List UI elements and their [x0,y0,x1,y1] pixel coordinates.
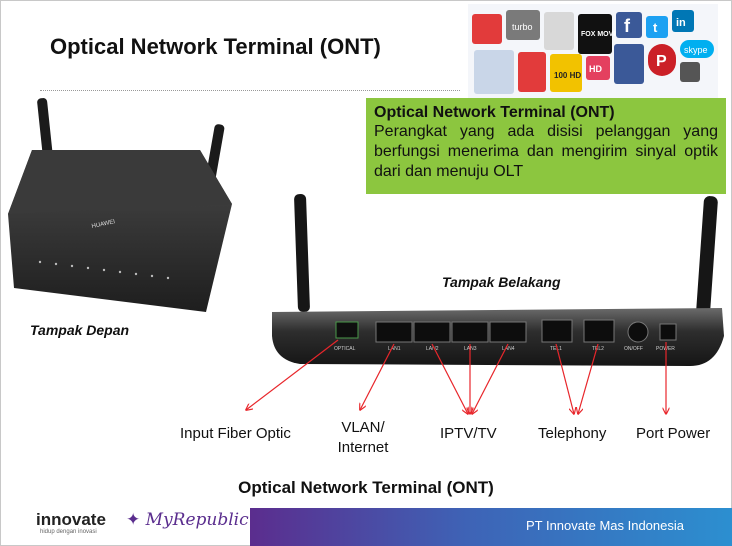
collage-tile-blue [474,50,514,94]
port-label-lan1: LAN1 [388,346,401,352]
lan2-port [413,321,451,343]
collage-tile-100hd-label: 100 HD [554,71,581,80]
twitter-icon-glyph: t [653,20,658,35]
arrow-fiber [246,339,339,410]
arrow-iptv-lan2 [431,343,468,414]
slide-title: Optical Network Terminal (ONT) [50,34,381,59]
arrow-tel2 [578,343,599,414]
front-top-panel [8,150,232,214]
label-vlan-internet: VLAN/ Internet [330,418,396,458]
collage-tile-light [544,12,574,50]
collage-tile-fox-label: FOX MOVIES [581,31,625,38]
title-divider [40,90,460,91]
arrow-iptv-lan4 [472,343,509,414]
facebook-icon-glyph: f [624,16,631,36]
port-label-tel2: TEL2 [592,346,604,352]
ont-definition-box: Optical Network Terminal (ONT) Perangkat… [366,98,726,194]
label-iptv-tv: IPTV/TV [440,425,497,442]
optical-port [335,321,359,339]
lan3-port [451,321,489,343]
front-antenna-left [37,98,53,160]
definition-body: Perangkat yang ada disisi pelanggan yang… [374,123,718,180]
label-vlan-line2: Internet [337,439,389,456]
collage-tile-red2 [518,52,546,92]
linkedin-icon-glyph: in [676,17,686,29]
front-brand-label: HUAWEI [91,219,116,230]
front-antenna-right [205,124,225,182]
port-label-optical: OPTICAL [334,346,356,352]
bottom-title: Optical Network Terminal (ONT) [238,478,494,497]
myrepublic-logo-text: MyRepublic [145,510,249,530]
power-port [659,323,677,341]
collage-tile-hd-label: HD [589,64,602,74]
port-arrows [246,339,666,414]
media-collage: turbo FOX MOVIES f t in 100 HD HD P skyp… [468,4,718,100]
front-status-leds [38,260,170,280]
ont-front-view: HUAWEI [8,98,232,312]
port-label-onoff: ON/OFF [624,346,643,352]
collage-tile-fb-big [614,44,644,84]
footer-bar: PT Innovate Mas Indonesia [250,508,732,546]
definition-title: Optical Network Terminal (ONT) [374,104,615,121]
myrepublic-rocket-icon: ✦ [126,510,141,530]
collage-tile-grey [506,10,540,40]
footer-company-name: PT Innovate Mas Indonesia [525,518,684,533]
lan4-port [489,321,527,343]
caption-back-view: Tampak Belakang [442,274,561,290]
caption-front-view: Tampak Depan [30,322,130,338]
tel1-port [541,319,573,343]
back-antenna-right [696,196,718,316]
port-label-tel1: TEL1 [550,346,562,352]
label-input-fiber-optic: Input Fiber Optic [180,425,291,442]
skype-icon-glyph: skype [684,45,708,55]
label-telephony: Telephony [538,425,607,442]
collage-tile-100hd [550,54,582,92]
port-label-lan4: LAN4 [502,346,515,352]
collage-tile-turbo: turbo [512,22,533,32]
lan1-port [375,321,413,343]
collage-tile-fox [578,14,612,54]
ont-back-view: OPTICAL LAN1 LAN2 LAN3 LAN4 TEL1 TEL2 ON… [272,193,724,366]
tel2-port [583,319,615,343]
arrow-tel1 [555,343,574,414]
collage-tile-hd [586,56,610,80]
port-label-lan2: LAN2 [426,346,439,352]
myrepublic-logo: ✦ MyRepublic [126,510,249,530]
innovate-tagline: hidup dengan inovasi [40,529,97,535]
twitter-icon [646,16,668,38]
pinterest-icon [648,44,676,76]
power-switch [627,321,649,343]
collage-tile-red [472,14,502,44]
facebook-icon [616,12,642,38]
label-port-power: Port Power [636,425,711,442]
pinterest-icon-glyph: P [656,53,667,70]
innovate-logo: innovate [36,510,106,529]
skype-icon [680,40,714,58]
collage-tile-dark [680,62,700,82]
linkedin-icon [672,10,694,32]
back-antenna-left [294,193,310,313]
label-vlan-line1: VLAN/ [341,419,385,436]
arrow-vlan [360,343,395,410]
